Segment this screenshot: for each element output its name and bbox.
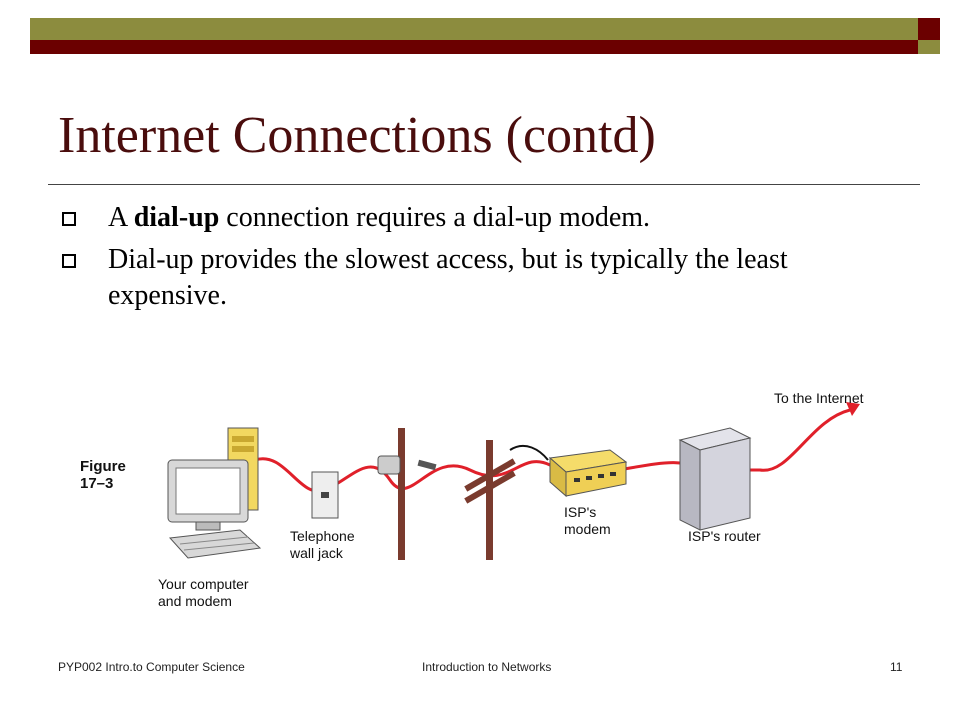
- slide-title: Internet Connections (contd): [58, 107, 656, 164]
- square-bullet-icon: [62, 212, 76, 226]
- square-bullet-icon: [62, 254, 76, 268]
- header-corner-olive: [918, 40, 940, 54]
- label-wall-jack: Telephone wall jack: [290, 528, 355, 561]
- keyboard-icon: [168, 529, 262, 559]
- isp-router-icon: [678, 427, 752, 531]
- dialup-figure: Figure 17–3 Your computer and modem Tele…: [70, 380, 900, 620]
- label-your-computer: Your computer and modem: [158, 576, 249, 609]
- bullet-item: Dial-up provides the slowest access, but…: [62, 242, 902, 314]
- wall-jack-icon: [311, 471, 339, 519]
- bullet-text: A dial-up connection requires a dial-up …: [108, 202, 651, 233]
- header-olive-bar: [30, 18, 918, 42]
- bullet-list: A dial-up connection requires a dial-up …: [62, 200, 902, 320]
- dialup-diagram: [167, 402, 860, 560]
- bullet-text: Dial-up provides the slowest access, but…: [108, 244, 788, 311]
- title-divider: [48, 184, 920, 185]
- figure-number: Figure 17–3: [80, 458, 126, 492]
- label-isp-router: ISP's router: [688, 528, 761, 544]
- header-maroon-bar: [30, 40, 918, 54]
- header-decoration: [30, 18, 940, 54]
- label-to-internet: To the Internet: [774, 390, 864, 406]
- page-number: 11: [890, 660, 903, 674]
- footer-topic: Introduction to Networks: [422, 660, 552, 674]
- footer-course: PYP002 Intro.to Computer Science: [58, 660, 245, 674]
- arrow-head-icon: [846, 402, 860, 416]
- bold-term: dial-up: [133, 202, 220, 233]
- telephone-pole-icon: [464, 440, 549, 560]
- monitor-icon: [167, 459, 249, 531]
- bullet-item: A dial-up connection requires a dial-up …: [62, 200, 902, 236]
- isp-modem-icon: [548, 449, 628, 498]
- header-corner-maroon: [918, 18, 940, 40]
- label-isp-modem: ISP's modem: [564, 504, 611, 537]
- telephone-pole-icon: [377, 428, 437, 560]
